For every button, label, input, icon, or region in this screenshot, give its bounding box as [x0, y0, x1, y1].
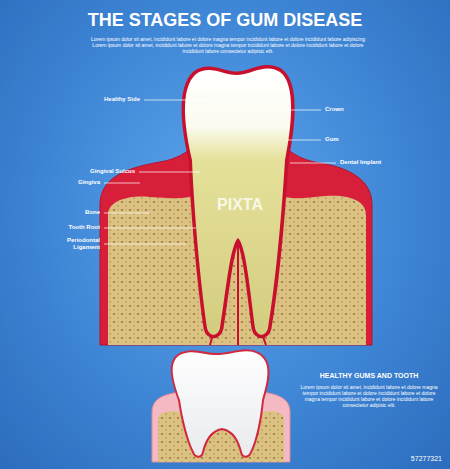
part-label: Gum: [325, 136, 425, 143]
healthy-ligament: [173, 351, 268, 455]
periodontal-ligament: [185, 68, 291, 334]
leader-lines: [104, 100, 336, 244]
part-label: Bone: [0, 209, 100, 216]
tooth: [185, 68, 291, 334]
watermark: PIXTA: [195, 195, 285, 214]
healthy-tooth: [173, 351, 268, 455]
part-label: Gingival Sulcus: [35, 168, 135, 175]
part-label: Gingiva: [0, 179, 100, 186]
part-label: Healthy Side: [40, 96, 140, 103]
body-text: Lorem ipsum dolor sit amet, incididunt l…: [88, 36, 368, 54]
part-label: Dental Implant: [340, 159, 440, 166]
part-label: Tooth Root: [0, 224, 100, 231]
body-text: Lorem ipsum dolor sit amet, incididunt l…: [295, 384, 443, 408]
image-id: 57277321: [350, 455, 442, 463]
title: THE STAGES OF GUM DISEASE: [40, 10, 410, 32]
section-heading: HEALTHY GUMS AND TOOTH: [295, 372, 443, 380]
part-label: Crown: [325, 106, 425, 113]
part-label: Periodontal Ligament: [55, 237, 100, 251]
